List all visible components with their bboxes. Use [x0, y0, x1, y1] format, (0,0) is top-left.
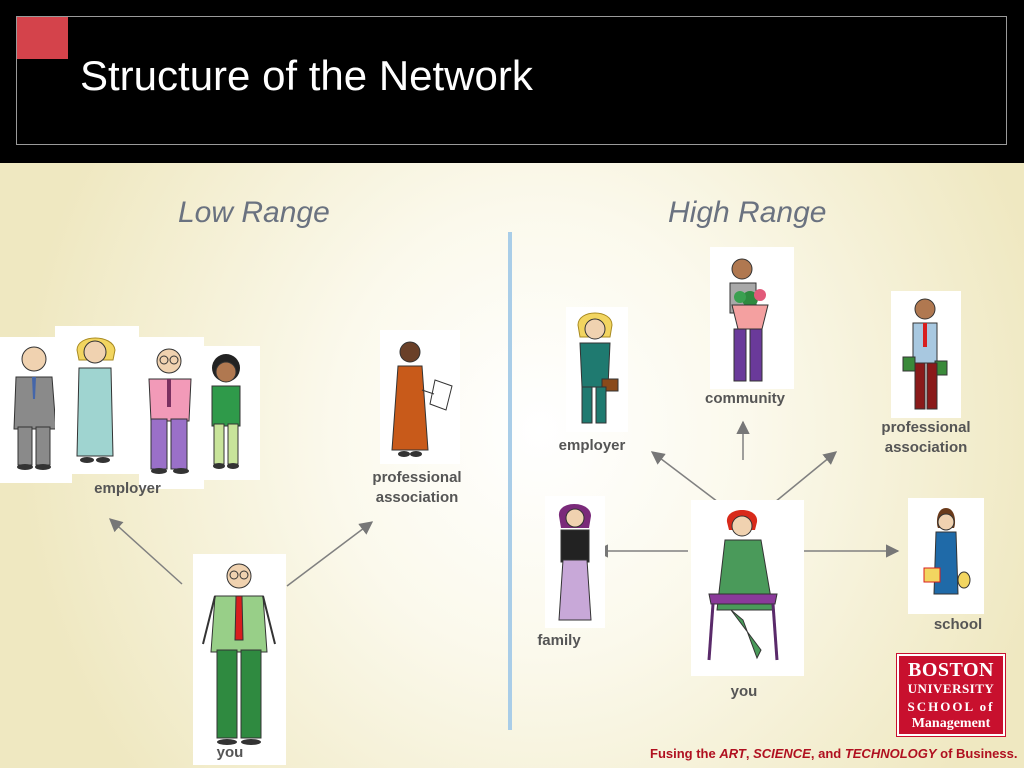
arrow-you-to-employer-high	[650, 451, 719, 503]
arrow-you-to-employer-low	[108, 518, 183, 585]
high-professional-association-label: professional association	[881, 419, 971, 456]
family-label: family	[537, 632, 581, 649]
arrow-you-to-association-high	[774, 451, 838, 503]
low-you-label: you	[216, 744, 244, 761]
community-image	[710, 247, 794, 389]
low-professional-association-image	[380, 330, 460, 464]
low-employer-label: employer	[94, 480, 161, 497]
header-frame	[16, 16, 1007, 145]
slide-header: Structure of the Network	[0, 0, 1024, 163]
community-label: community	[704, 390, 785, 407]
employer-person-3-image	[139, 337, 204, 489]
arrow-you-to-association-low	[286, 521, 374, 587]
high-range-heading: High Range	[668, 196, 827, 229]
school-image	[908, 498, 984, 614]
high-you-image	[691, 500, 804, 676]
high-you-label: you	[730, 683, 758, 700]
high-professional-association-image	[891, 291, 961, 418]
low-range-heading: Low Range	[178, 196, 330, 229]
high-employer-label: employer	[558, 437, 626, 454]
accent-square	[17, 17, 68, 59]
low-you-image	[193, 554, 286, 765]
employer-person-2-image	[55, 326, 139, 474]
high-employer-image	[566, 307, 628, 432]
low-professional-association-label: professional association	[372, 469, 462, 506]
boston-university-logo: BOSTON UNIVERSITY SCHOOL of Management	[896, 653, 1006, 737]
employer-person-4-image	[200, 346, 260, 480]
section-divider	[508, 232, 512, 730]
tagline: Fusing the ART, SCIENCE, and TECHNOLOGY …	[650, 746, 1018, 761]
school-label: school	[933, 616, 983, 633]
slide-title: Structure of the Network	[80, 52, 533, 99]
family-image	[545, 496, 605, 628]
